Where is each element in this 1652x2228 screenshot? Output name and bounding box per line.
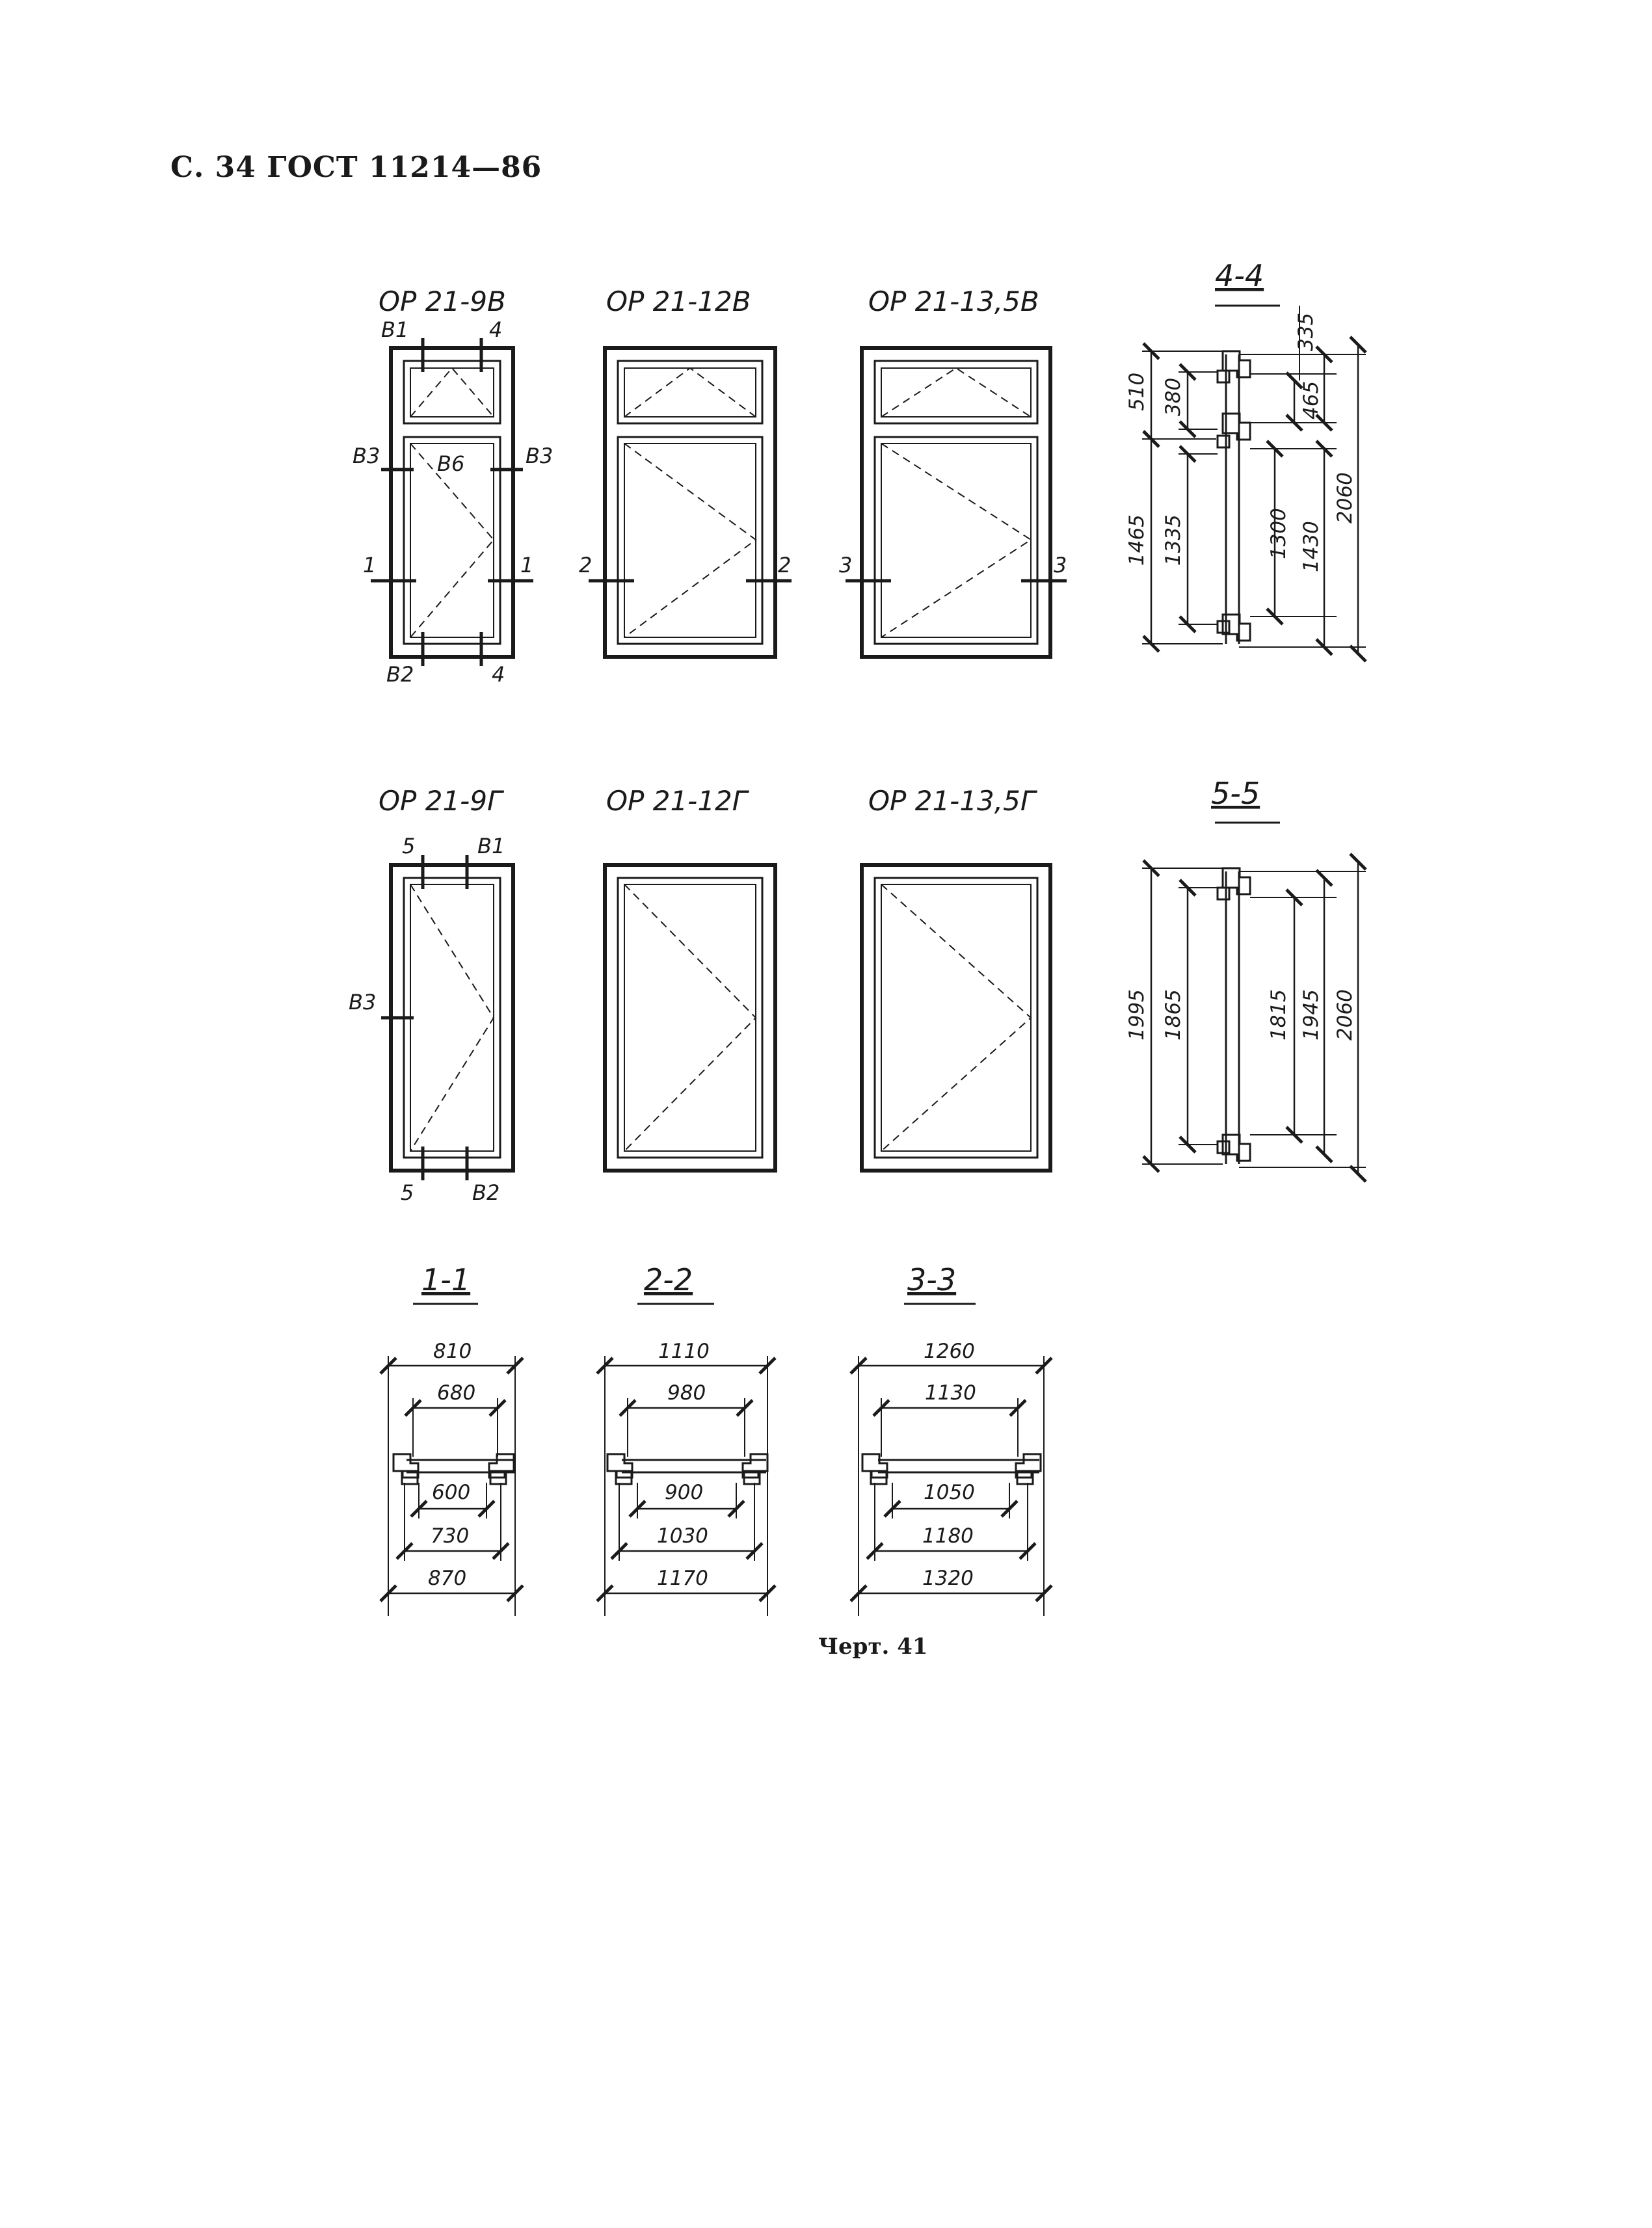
title-section-1-1: 1-1	[421, 1262, 470, 1297]
mark-4-top: 4	[489, 317, 502, 342]
mark-b3-left: В3	[353, 444, 380, 468]
mark-3-right: 3	[1054, 553, 1067, 577]
dim-4-4-510: 510	[1125, 373, 1149, 411]
title-section-2-2: 2-2	[644, 1262, 693, 1297]
dim-5-5-2060: 2060	[1333, 989, 1357, 1041]
mark-b2: В2	[386, 662, 414, 687]
dim-2-2-980: 980	[667, 1381, 706, 1405]
dim-1-1-870: 870	[428, 1567, 466, 1590]
title-section-4-4: 4-4	[1215, 258, 1264, 293]
title-op21-9g: ОР 21-9Г	[379, 785, 505, 817]
dim-4-4-380: 380	[1162, 378, 1185, 416]
section-1-1	[379, 1303, 524, 1616]
title-op21-13-5g: ОР 21-13,5Г	[868, 785, 1038, 817]
dim-5-5-1995: 1995	[1125, 989, 1149, 1041]
window-op21-13-5g	[860, 863, 1052, 1173]
dim-4-4-1430: 1430	[1299, 521, 1323, 572]
dim-3-3-1260: 1260	[924, 1340, 975, 1363]
dim-4-4-1465: 1465	[1125, 514, 1149, 566]
mark-1-right: 1	[520, 553, 533, 577]
dim-2-2-900: 900	[665, 1481, 703, 1504]
dim-3-3-1130: 1130	[925, 1381, 976, 1405]
mark-2-right: 2	[778, 553, 791, 577]
dim-5-5-1815: 1815	[1267, 989, 1290, 1041]
dim-2-2-1110: 1110	[658, 1340, 710, 1363]
mark-4-bottom: 4	[492, 662, 505, 687]
dim-1-1-680: 680	[437, 1381, 475, 1405]
mark-1-left: 1	[363, 553, 376, 577]
mark-b3-g: В3	[349, 990, 376, 1015]
title-op21-9v: ОР 21-9В	[379, 285, 506, 317]
section-4-4	[1142, 304, 1367, 663]
window-op21-9v	[371, 338, 533, 666]
section-2-2	[596, 1303, 777, 1616]
dim-4-4-465: 465	[1299, 381, 1323, 419]
mark-b1: В1	[381, 317, 408, 342]
dim-4-4-335: 335	[1294, 313, 1318, 351]
title-section-3-3: 3-3	[907, 1262, 956, 1297]
dim-5-5-1865: 1865	[1162, 989, 1185, 1041]
dim-1-1-730: 730	[431, 1524, 469, 1548]
mark-5-bottom: 5	[401, 1180, 414, 1205]
dim-1-1-600: 600	[432, 1481, 470, 1504]
title-op21-12v: ОР 21-12В	[606, 285, 751, 317]
figure-caption: Черт. 41	[818, 1634, 928, 1660]
title-op21-12g: ОР 21-12Г	[606, 785, 750, 817]
section-5-5	[1142, 821, 1367, 1183]
dim-3-3-1180: 1180	[922, 1524, 974, 1548]
window-op21-9g	[381, 855, 515, 1180]
dim-5-5-1945: 1945	[1299, 989, 1323, 1041]
dim-1-1-810: 810	[433, 1340, 472, 1363]
dim-2-2-1170: 1170	[657, 1567, 708, 1590]
window-op21-12g	[603, 863, 777, 1173]
section-3-3	[849, 1303, 1053, 1616]
mark-b1-g: В1	[477, 834, 505, 858]
dim-4-4-2060: 2060	[1333, 472, 1357, 524]
dim-4-4-1300: 1300	[1267, 508, 1290, 559]
title-section-5-5: 5-5	[1211, 776, 1260, 811]
title-op21-13-5v: ОР 21-13,5В	[868, 285, 1039, 317]
dim-3-3-1320: 1320	[922, 1567, 974, 1590]
dim-4-4-1335: 1335	[1162, 514, 1185, 566]
dim-2-2-1030: 1030	[657, 1524, 708, 1548]
mark-3-left: 3	[839, 553, 852, 577]
mark-2-left: 2	[579, 553, 592, 577]
mark-b3-right: В3	[526, 444, 553, 468]
mark-b2-g: В2	[472, 1180, 500, 1205]
page-header: С. 34 ГОСТ 11214—86	[170, 151, 542, 184]
dim-3-3-1050: 1050	[924, 1481, 975, 1504]
window-op21-13-5v	[846, 346, 1067, 659]
mark-5-top: 5	[402, 834, 415, 858]
mark-b6: В6	[437, 451, 464, 476]
window-op21-12v	[589, 346, 792, 659]
